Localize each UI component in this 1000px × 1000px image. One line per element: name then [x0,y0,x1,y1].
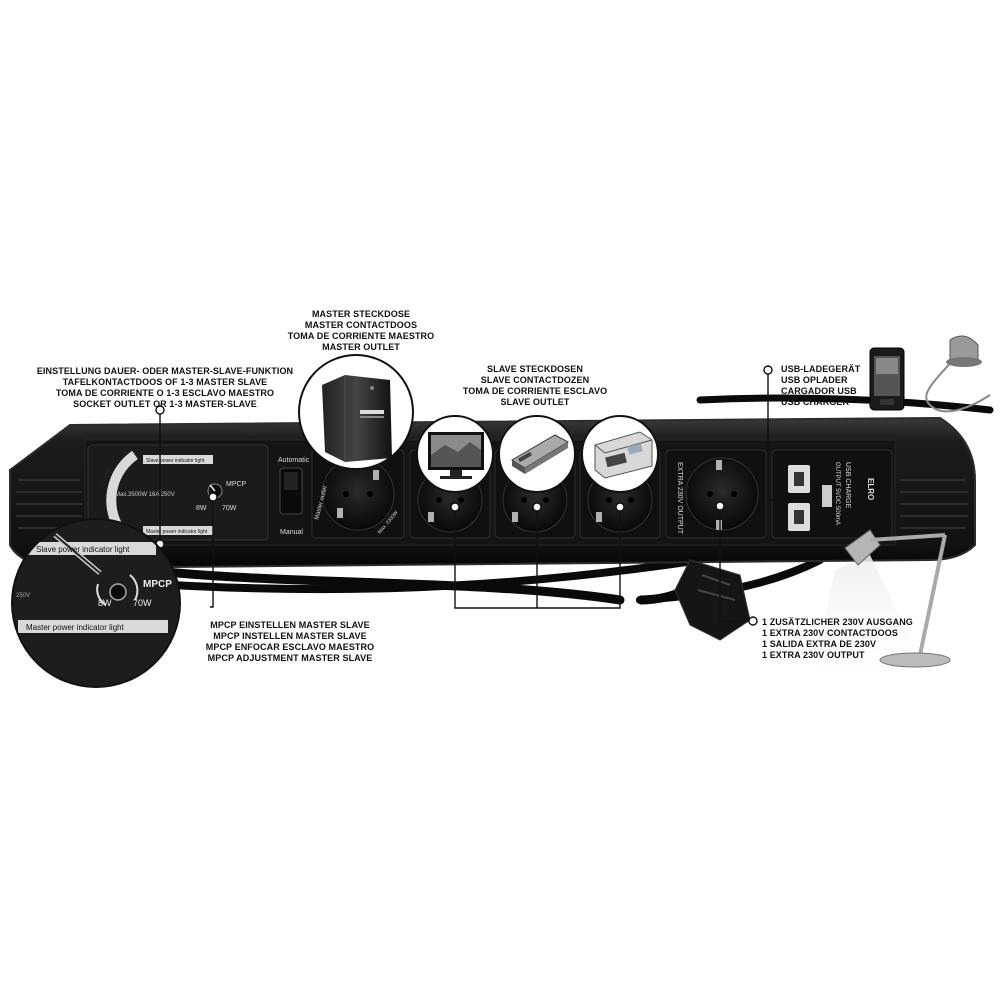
extra-output-socket[interactable] [665,449,767,539]
leader-dot [155,405,165,415]
master-device-bubble [298,354,414,470]
manual-label: Manual [280,529,303,536]
leader-dot [763,365,773,375]
min-watt-label: 8W [196,505,207,512]
phone-image [869,347,905,411]
printer-bubble [581,415,659,493]
zoom-max-watt-label: 70W [133,598,152,608]
automatic-label: Automatic [278,457,310,464]
master-outlet-callout: MASTER STECKDOSE MASTER CONTACTDOOS TOMA… [287,309,435,352]
mpcp-label: MPCP [226,481,247,488]
zoom-mpcp-label: MPCP [143,579,172,590]
slave-outlet-callout: SLAVE STECKDOSEN SLAVE CONTACTDOZEN TOMA… [462,364,608,407]
leader-dot [748,616,758,626]
zoom-slave-indicator-label: Slave power indicator light [36,545,130,554]
leader-dot [532,502,542,512]
usb-charger-callout: USB-LADEGERÄT USB OPLADER CARGADOR USB U… [781,364,861,407]
extra-output-callout: 1 ZUSÄTZLICHER 230V AUSGANG 1 EXTRA 230V… [762,617,913,660]
desk-lamp-image [810,529,951,685]
plug [639,559,751,641]
usb-lamp-image [925,335,991,413]
brand-logo: ELRO [866,478,875,500]
usb-output-label: OUTPUT 5VDC 500mA [834,462,840,525]
mode-setting-callout: EINSTELLUNG DAUER- ODER MASTER-SLAVE-FUN… [36,366,294,409]
master-indicator-band [143,526,213,535]
usb-charge-label: USB CHARGE [844,462,851,509]
scanner-bubble [498,415,576,493]
power-strip [9,416,976,570]
zoom-min-watt-label: 8W [98,598,112,608]
max-watt-label: 70W [222,505,237,512]
monitor-bubble [416,415,494,493]
leader-dot [208,492,218,502]
leader-dot [715,501,725,511]
rating-label: Max.3500W 16A 250V [115,492,175,498]
leader-dot [615,502,625,512]
usb-indicator [822,485,832,507]
mpcp-zoom-detail [11,518,181,688]
extra-output-label: EXTRA 230V OUTPUT [676,462,683,535]
master-indicator-label: Master power indicator light [146,529,208,535]
slave-indicator-band [143,455,213,464]
zoom-master-indicator-label: Master power indicator light [26,623,125,632]
zoom-voltage-label: 250V [16,593,30,599]
slave-indicator-label: Slave power indicator light [146,458,205,464]
leader-lines [159,373,800,622]
mpcp-adjustment-callout: MPCP EINSTELLEN MASTER SLAVE MPCP INSTEL… [205,620,375,663]
leader-dot [450,502,460,512]
